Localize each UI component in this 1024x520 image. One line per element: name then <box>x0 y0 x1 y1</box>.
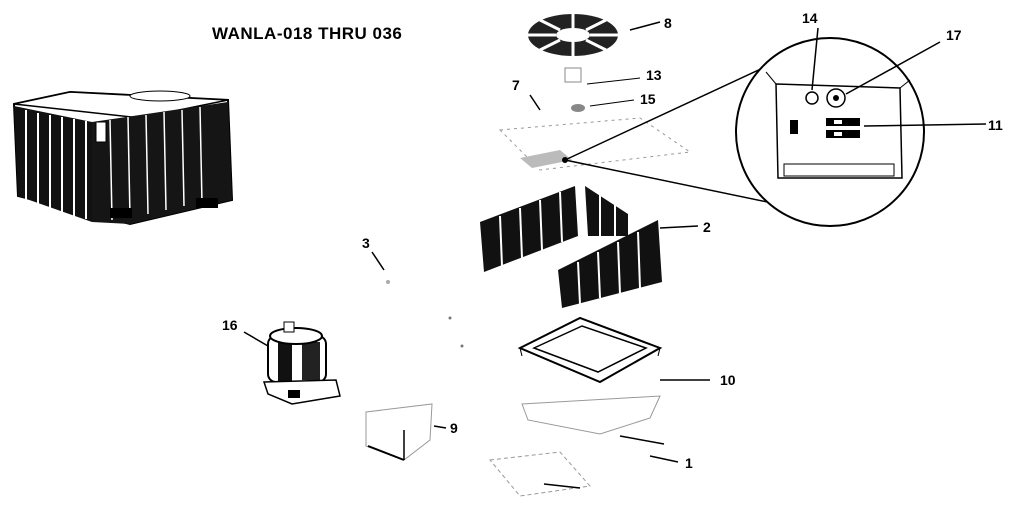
part-10-drain-pan <box>517 316 710 435</box>
callout-15: 15 <box>640 91 656 107</box>
control-box-detail <box>735 27 987 227</box>
part-16-compressor <box>243 321 341 405</box>
part-2-condenser-coil <box>480 186 699 308</box>
callout-8: 8 <box>664 15 672 31</box>
callout-1: 1 <box>685 455 693 471</box>
callout-17: 17 <box>946 27 962 43</box>
part-8-fan-guard <box>528 14 661 56</box>
part-1-base-pan <box>489 435 679 497</box>
assembled-unit-illustration <box>12 90 234 226</box>
callout-11: 11 <box>988 117 1003 133</box>
callout-10: 10 <box>720 372 736 388</box>
callout-13: 13 <box>646 67 662 83</box>
callout-7: 7 <box>512 77 520 93</box>
part-13-15-fan-motor <box>564 67 641 112</box>
callout-16: 16 <box>222 317 238 333</box>
callout-14: 14 <box>802 10 818 26</box>
callout-9: 9 <box>450 420 458 436</box>
part-7-top-panel <box>498 94 692 171</box>
part-9-bracket <box>365 403 447 461</box>
part-3-side-panel <box>371 251 464 348</box>
callout-3: 3 <box>362 235 370 251</box>
callout-2: 2 <box>703 219 711 235</box>
diagram-title: WANLA-018 THRU 036 <box>212 24 403 43</box>
